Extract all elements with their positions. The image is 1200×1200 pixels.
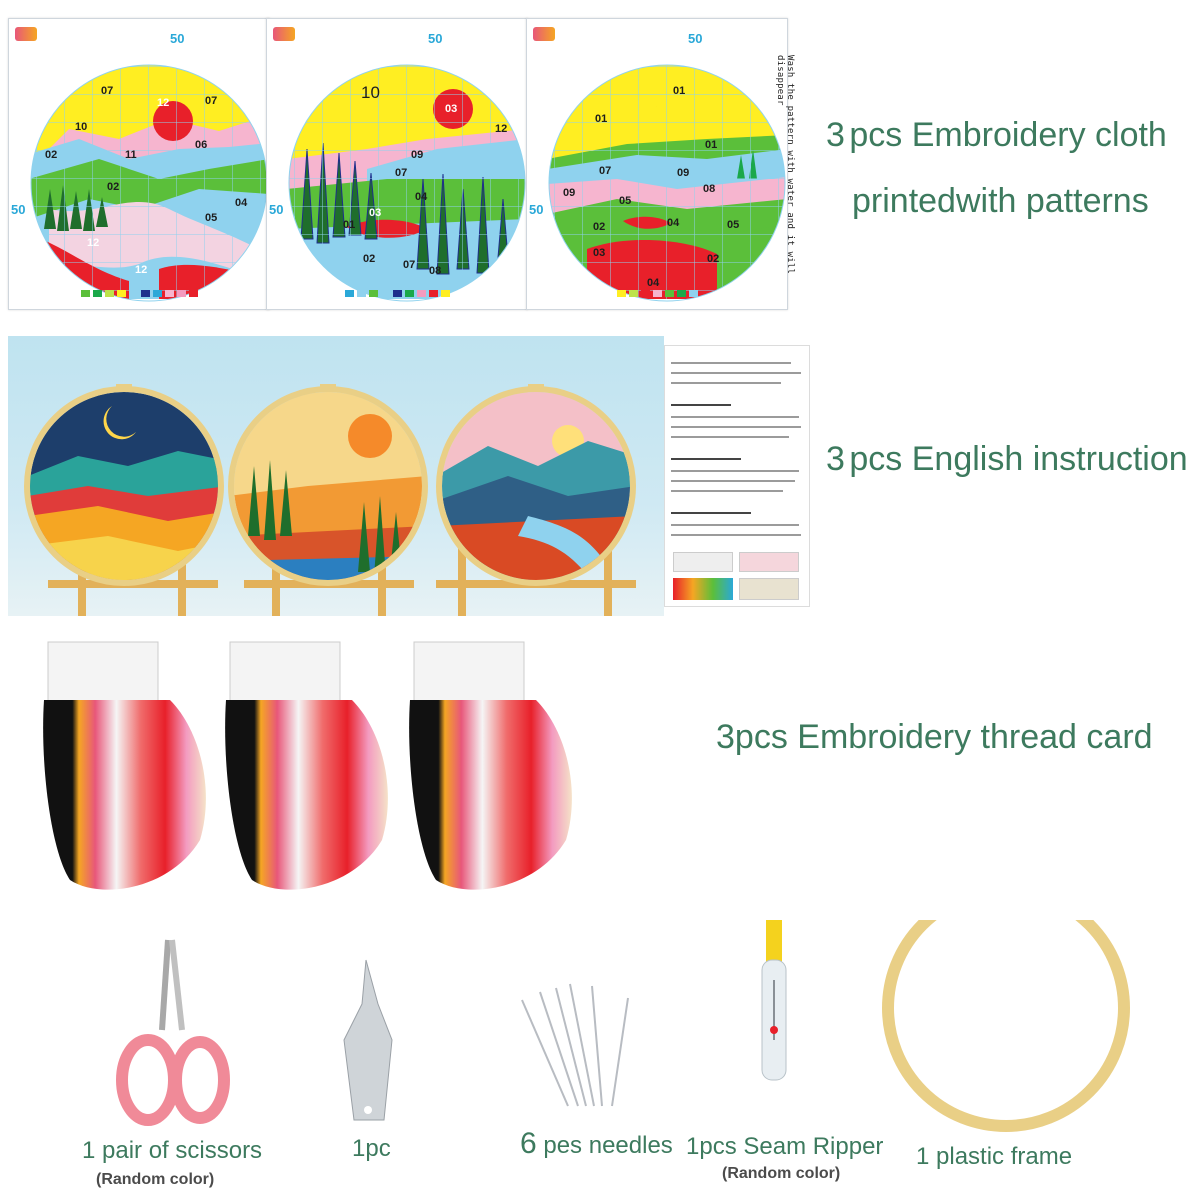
scale-label: 50 — [428, 31, 443, 46]
needles-text: pes needles — [543, 1132, 673, 1159]
region-label: 04 — [415, 191, 428, 203]
pattern-cloth-moon: 50 50 01 01 01 07 09 08 09 05 04 05 02 0… — [526, 18, 795, 310]
side-scale-label: 50 — [529, 202, 544, 217]
caption-instruction-text: pcs English instruction — [849, 440, 1188, 478]
cloth-pattern-forest — [288, 64, 526, 302]
region-label: 06 — [195, 139, 208, 151]
tools-illustration — [116, 920, 1130, 1132]
thread-card-3 — [409, 641, 572, 890]
pattern-cloth-forest: 50 50 10 03 12 09 07 04 03 01 — [266, 18, 528, 310]
region-label: 09 — [411, 149, 424, 161]
region-label: 08 — [703, 183, 716, 195]
scissors-icon — [116, 939, 230, 1126]
caption-cloth-count: 3 — [826, 116, 845, 154]
finished-hoops-illustration — [24, 384, 636, 616]
finished-hoops-scene — [8, 336, 664, 616]
brand-logo — [273, 27, 295, 41]
region-label: 02 — [107, 181, 120, 193]
needle-threader-icon — [343, 959, 393, 1121]
side-scale-label: 50 — [269, 202, 284, 217]
region-label: 12 — [157, 97, 170, 109]
scale-label: 50 — [170, 31, 185, 46]
region-label: 10 — [361, 83, 380, 102]
region-label: 01 — [343, 219, 356, 231]
region-label: 11 — [125, 149, 137, 161]
region-label: 08 — [429, 265, 442, 277]
color-swatches — [9, 290, 269, 297]
caption-thread-text: pcs Embroidery thread card — [734, 718, 1153, 756]
needles-count: 6 — [520, 1127, 537, 1160]
caption-cloth-line2: printedwith patterns — [852, 182, 1149, 221]
caption-instruction-count: 3 — [826, 440, 845, 478]
color-swatches — [267, 290, 527, 297]
brand-logo — [533, 27, 555, 41]
region-label: 07 — [599, 165, 612, 177]
wash-note: Wash the pattern with water and it will … — [775, 55, 795, 275]
region-label: 09 — [677, 167, 690, 179]
thread-card-1 — [43, 641, 206, 890]
region-label: 12 — [495, 123, 508, 135]
seam-ripper-sub: (Random color) — [722, 1165, 841, 1182]
region-label: 03 — [593, 247, 606, 259]
region-label: 07 — [395, 167, 408, 179]
region-label: 02 — [707, 253, 720, 265]
caption-instruction: 3 pcs English instruction — [826, 440, 1188, 479]
region-label: 02 — [45, 149, 58, 161]
region-label: 12 — [135, 264, 148, 276]
cloth-pattern-moon — [548, 64, 786, 302]
region-label: 09 — [563, 187, 576, 199]
region-label: 04 — [667, 217, 680, 229]
needles-label: 6 pes needles — [520, 1127, 673, 1161]
side-scale-label: 50 — [11, 202, 26, 217]
region-label: 01 — [673, 85, 686, 97]
region-label: 07 — [403, 259, 416, 271]
plastic-frame-icon — [882, 920, 1130, 1132]
scissors-sub: (Random color) — [96, 1171, 215, 1188]
color-swatches — [527, 290, 787, 297]
instruction-sheet — [664, 345, 810, 607]
caption-thread: 3pcs Embroidery thread card — [716, 718, 1153, 757]
region-label: 04 — [235, 197, 248, 209]
caption-cloth: 3 pcs Embroidery cloth — [826, 116, 1167, 155]
region-label: 05 — [619, 195, 632, 207]
region-label: 02 — [363, 253, 376, 265]
caption-thread-count: 3 — [716, 718, 735, 756]
region-label: 03 — [445, 103, 458, 115]
region-label: 04 — [647, 277, 660, 289]
caption-cloth-text2: printedwith patterns — [852, 182, 1149, 220]
seam-ripper-label: 1pcs Seam Ripper — [686, 1133, 884, 1160]
scale-label: 50 — [688, 31, 703, 46]
seam-ripper-icon — [761, 920, 787, 1081]
region-label: 05 — [205, 212, 218, 224]
threader-label: 1pc — [352, 1135, 391, 1162]
region-label: 02 — [593, 221, 606, 233]
cloth-pattern-river — [30, 64, 268, 302]
pattern-cloth-river: 50 50 07 12 07 10 06 02 11 02 04 — [8, 18, 270, 310]
region-label: 10 — [75, 121, 88, 133]
caption-cloth-text: pcs Embroidery cloth — [849, 116, 1167, 154]
region-label: 07 — [205, 95, 218, 107]
region-label: 01 — [595, 113, 608, 125]
brand-logo — [15, 27, 37, 41]
region-label: 03 — [369, 207, 382, 219]
thread-card-2 — [225, 641, 388, 890]
scissors-label: 1 pair of scissors — [82, 1137, 263, 1164]
region-label: 05 — [727, 219, 740, 231]
needles-icon — [521, 983, 629, 1107]
region-label: 07 — [101, 85, 114, 97]
frame-label: 1 plastic frame — [916, 1143, 1073, 1170]
region-label: 01 — [705, 139, 718, 151]
region-label: 12 — [87, 237, 100, 249]
